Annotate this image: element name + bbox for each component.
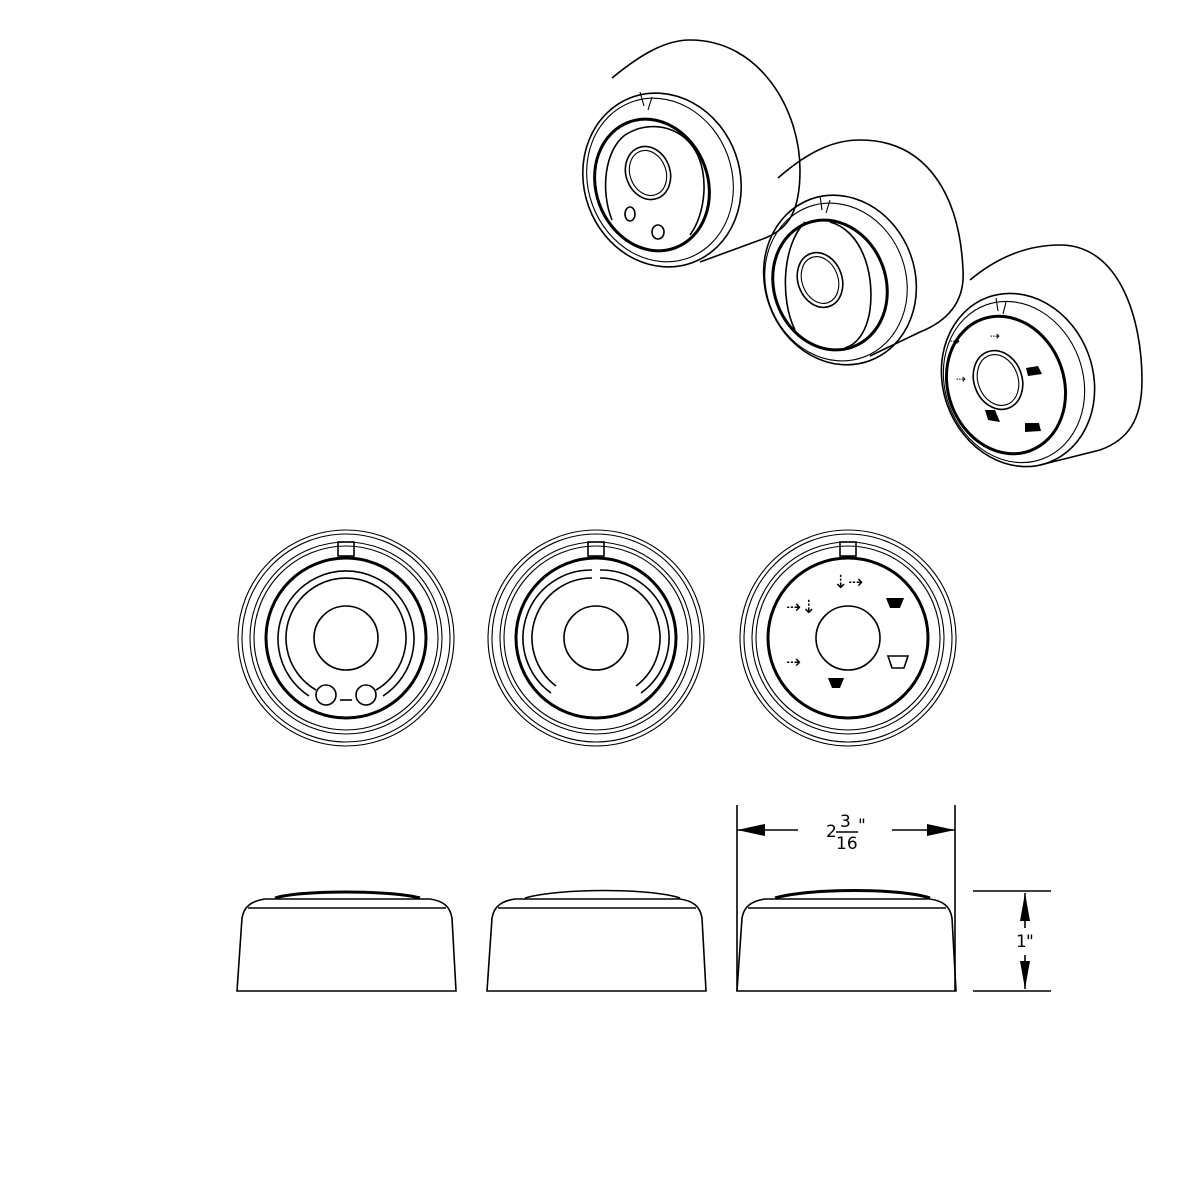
width-denominator: 16 <box>836 834 858 854</box>
defrost-icon <box>1025 423 1041 432</box>
defrost-icon <box>886 655 910 669</box>
width-numerator: 3 <box>840 812 851 832</box>
vent-feet-icon: ⇢ <box>786 652 801 673</box>
vent-face-feet-icon: ⇢⇣ <box>786 597 816 618</box>
knob-3-side <box>736 889 957 992</box>
knob-1-front <box>237 529 455 747</box>
knob-1-isometric <box>581 39 801 268</box>
vent-face-icon: ⇣⇢ <box>833 572 863 593</box>
knob-3-front: ⇣⇢ ⇢⇣ ⇢ <box>739 529 957 747</box>
knob-3-isometric: ⇢ ⇢ ⇢ <box>940 244 1143 468</box>
width-dimension: 2 3 16 " <box>736 805 956 991</box>
knob-2-side <box>486 889 707 992</box>
height-value: 1 <box>1016 932 1027 952</box>
width-whole: 2 <box>826 822 837 842</box>
defrost-floor-icon <box>828 678 844 688</box>
vent-icon: ⇢ <box>990 329 1000 343</box>
vent-icon: ⇢ <box>950 334 960 348</box>
defrost-floor-icon <box>985 410 1000 422</box>
knob-1-side <box>236 890 457 992</box>
vent-feet-icon: ⇢ <box>956 372 966 386</box>
knob-2-isometric <box>762 139 964 366</box>
knob-2-front <box>487 529 705 747</box>
defrost-icon <box>1026 366 1042 376</box>
defrost-feet-icon <box>886 598 904 608</box>
height-unit: " <box>1026 932 1034 952</box>
height-dimension: 1 " <box>973 890 1051 992</box>
width-unit: " <box>858 816 866 836</box>
